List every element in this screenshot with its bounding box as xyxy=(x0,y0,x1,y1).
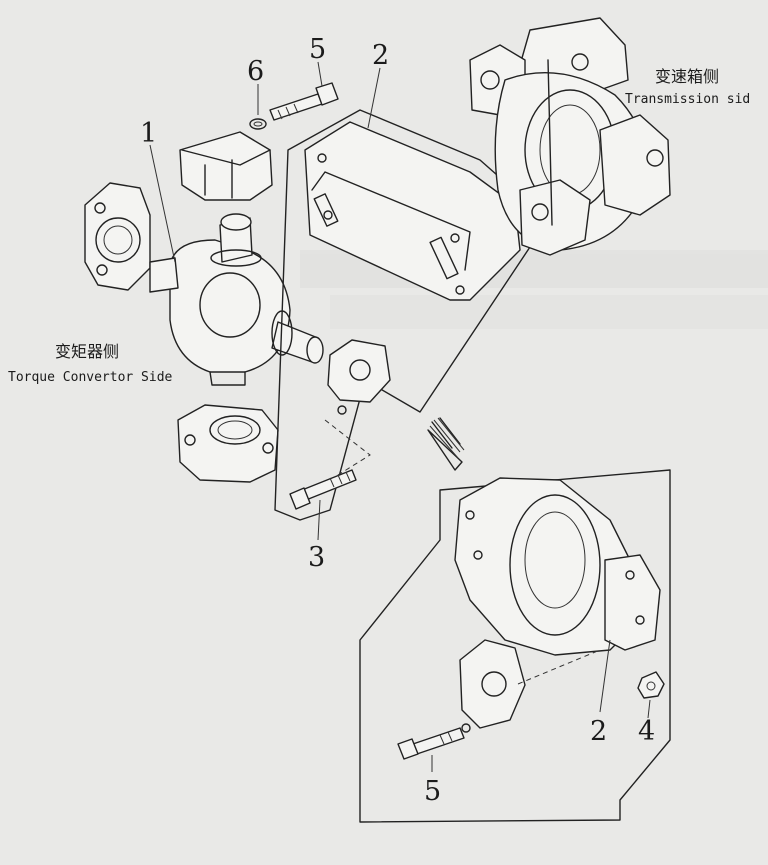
callout-2-top: 2 xyxy=(372,40,389,71)
callout-5-top: 5 xyxy=(309,34,326,65)
detail-assembly xyxy=(397,477,665,760)
guard-cover-group xyxy=(274,109,549,521)
transmission-flange-yoke xyxy=(469,17,671,256)
transmission-side-label-cn: 变速箱侧 xyxy=(655,67,719,86)
direction-arrow xyxy=(427,417,465,471)
detail-view-frame xyxy=(359,469,671,823)
callout-1: 1 xyxy=(140,118,157,149)
callout-5-bottom: 5 xyxy=(424,776,441,807)
callout-3: 3 xyxy=(308,542,325,573)
callout-2-bottom: 2 xyxy=(590,716,607,747)
torque-side-label-en: Torque Convertor Side xyxy=(8,370,173,385)
torque-side-label-cn: 变矩器侧 xyxy=(55,342,119,361)
callout-6: 6 xyxy=(247,56,264,87)
universal-joint-cross xyxy=(84,131,324,483)
bleed-through-shadow xyxy=(300,250,768,329)
callout-leaders xyxy=(149,61,651,772)
washer-and-bolt-top xyxy=(249,82,339,130)
transmission-side-label-en: Transmission sid xyxy=(625,92,750,107)
callout-4: 4 xyxy=(638,716,655,747)
